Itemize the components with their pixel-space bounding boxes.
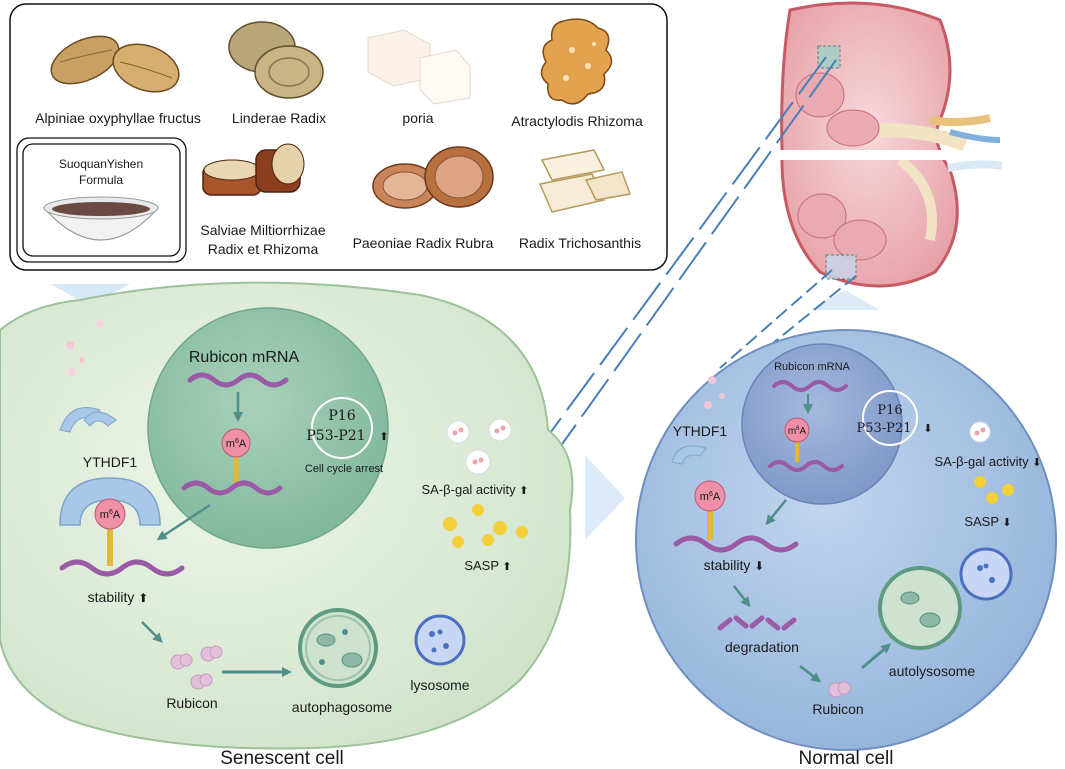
atractylodis-image (540, 18, 613, 105)
herb-label-trichosanthis: Radix Trichosanthis (519, 235, 641, 251)
trichosanthis-image (538, 149, 632, 213)
senescent-p53: P53-P21 (306, 428, 365, 444)
salviae-image (202, 143, 305, 196)
normal-ythdf1-fragment (688, 463, 714, 473)
svg-text:m6A: m6A (788, 426, 807, 437)
kidney-zoom-box-bottom (825, 254, 857, 280)
senescent-p16: P16 (328, 408, 355, 424)
senescent-sa-gal-label: SA-β-gal activity ⬆ (421, 482, 528, 497)
formula-inset: SuoquanYishen Formula (16, 137, 187, 263)
normal-degradation-arrow (733, 585, 751, 608)
herb-label-alpiniae: Alpiniae oxyphyllae fructus (35, 110, 201, 126)
normal-p53-down: ⬇ (923, 423, 932, 435)
panel-pointer (50, 284, 130, 306)
senescent-ythdf1-mrna (59, 559, 185, 577)
normal-sa-gal-vesicles (969, 421, 991, 443)
normal-ythdf1-mrna (673, 535, 799, 553)
senescent-autophagosome (298, 608, 378, 688)
normal-mrna-label: Rubicon mRNA (774, 361, 850, 373)
senescent-ythdf1-label: YTHDF1 (83, 454, 138, 470)
senescent-sasp-dots (443, 504, 528, 548)
senescent-rubicon-protein (170, 645, 223, 690)
alpiniae-image (50, 35, 180, 93)
senescent-mrna-label: Rubicon mRNA (189, 349, 300, 366)
kidney-cut-line (778, 150, 988, 160)
normal-translation-arrow (799, 665, 822, 683)
senescent-nucleus-m6a: m6A (221, 428, 251, 484)
kidney-illustration (778, 1, 1003, 288)
senescent-lysosome-label: lysosome (410, 677, 469, 693)
senescent-cell-title: Senescent cell (220, 748, 344, 769)
herb-label-atractylodis: Atractylodis Rhizoma (511, 113, 643, 129)
normal-autolysosome-arrow (861, 643, 892, 670)
normal-cell-title: Normal cell (798, 748, 893, 769)
normal-ythdf1-small (671, 445, 707, 465)
herb-label-salviae-1: Salviae Miltiorrhizae (200, 222, 325, 238)
senescent-ythdf1-complex (59, 477, 161, 526)
paeoniae-image (372, 146, 494, 209)
svg-text:m6A: m6A (100, 509, 121, 521)
senescent-rubicon-label: Rubicon (166, 695, 217, 711)
senescent-cell: Rubicon mRNA m6A P16 P53-P21 ⬆ Cell cycl… (0, 281, 574, 769)
normal-autolysosome-label: autolysosome (889, 663, 976, 679)
senescent-m6a: m6A (94, 498, 126, 566)
senescent-ythdf1-small-2 (83, 411, 117, 427)
herb-label-salviae-2: Radix et Rhizoma (208, 241, 319, 257)
senescent-sasp-label: SASP ⬆ (464, 558, 511, 573)
svg-text:m6A: m6A (700, 491, 721, 503)
normal-stability-label: stability ⬇ (704, 557, 765, 573)
svg-text:m6A: m6A (226, 438, 247, 450)
senescent-p53-up: ⬆ (379, 431, 388, 443)
normal-sasp-label: SASP ⬇ (964, 514, 1011, 529)
normal-m6a: m6A (694, 480, 726, 540)
normal-p16: P16 (877, 403, 902, 418)
herb-label-paeoniae: Paeoniae Radix Rubra (353, 235, 494, 251)
senescent-translation-arrow (141, 621, 163, 643)
poria-image (367, 29, 471, 105)
normal-export-arrow (765, 499, 787, 526)
normal-degradation-label: degradation (725, 639, 799, 655)
herb-label-linderae: Linderae Radix (232, 110, 326, 126)
senescent-lysosome (414, 614, 466, 666)
senescent-autophagosome-label: autophagosome (292, 699, 393, 715)
zoom-lines (544, 56, 857, 448)
normal-nucleus-m6a: m6A (784, 417, 810, 462)
herb-panel: Alpiniae oxyphyllae fructus Linderae Rad… (9, 3, 668, 271)
senescent-export-arrow (156, 503, 211, 541)
bowl-icon (42, 196, 160, 241)
normal-bound-mrna (768, 460, 844, 472)
normal-rubicon-protein (828, 681, 851, 698)
senescent-bound-mrna (181, 480, 283, 496)
senescent-cell-cycle: P16 P53-P21 ⬆ Cell cycle arrest (305, 397, 389, 475)
normal-sa-gal-label: SA-β-gal activity ⬇ (934, 454, 1041, 469)
formula-title-line1: SuoquanYishen (59, 157, 143, 171)
senescent-sa-gal-vesicles (446, 418, 512, 475)
normal-autolysosome (878, 547, 1013, 650)
normal-mrna-strand (772, 380, 848, 392)
senescent-mrna-strand (187, 372, 289, 388)
normal-cell-cycle: P16 P53-P21 ⬇ (857, 390, 933, 446)
transition-chevron (585, 455, 625, 540)
normal-degraded-mrna (717, 615, 797, 631)
senescent-cell-cycle-label: Cell cycle arrest (305, 463, 383, 475)
normal-cell-pointer (810, 290, 880, 310)
normal-ythdf1-label: YTHDF1 (673, 423, 728, 439)
senescent-stability-label: stability ⬆ (88, 589, 149, 605)
normal-cell: Rubicon mRNA m6A P16 P53-P21 ⬇ YTHDF1 m6… (635, 329, 1057, 769)
normal-rubicon-label: Rubicon (812, 701, 863, 717)
normal-cell-body (635, 329, 1057, 751)
normal-sasp-dots (974, 476, 1014, 504)
herb-label-poria: poria (402, 110, 433, 126)
formula-title-line2: Formula (79, 173, 123, 187)
normal-p53: P53-P21 (857, 421, 912, 436)
linderae-image (228, 21, 324, 99)
